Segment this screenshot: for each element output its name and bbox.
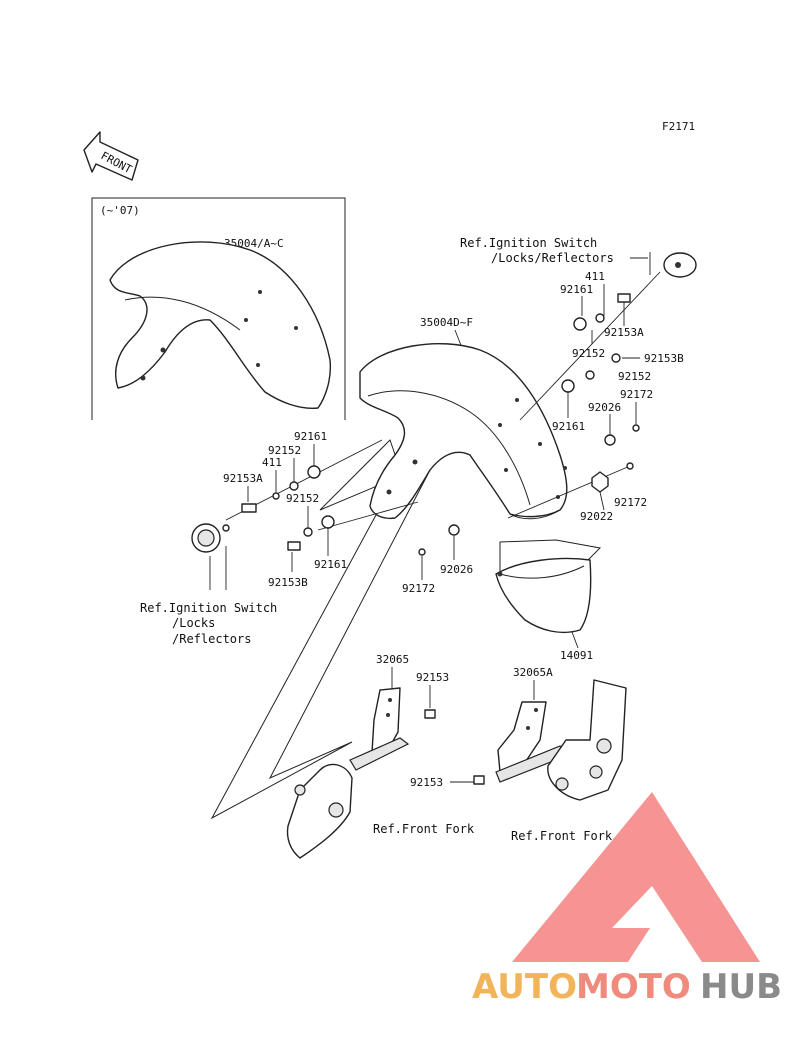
left-collar-92161-top-label: 92161 [294, 430, 327, 443]
left-bolt-92153-icon [424, 709, 436, 719]
watermark-text-hub: HUB [700, 967, 782, 1007]
left-ignition-ref-line3: /Reflectors [172, 632, 251, 646]
right-nut-92026-low-label: 92026 [440, 563, 473, 576]
left-ignition-ref-line1: Ref.Ignition Switch [140, 601, 277, 615]
right-bolt-92153-label: 92153 [410, 776, 443, 789]
right-screw-low-icon [418, 548, 426, 556]
left-reflector-assembly: Ref.Ignition Switch /Locks /Reflectors [140, 523, 277, 646]
right-screw-92172-mid-label: 92172 [614, 496, 647, 509]
right-nut-92026-top-label: 92026 [588, 401, 621, 414]
right-washer-411-label: 411 [585, 270, 605, 283]
right-nut-92026-icon [604, 434, 616, 446]
right-fork-ref: Ref.Front Fork [511, 829, 613, 843]
left-bolt-92153A-label: 92153A [223, 472, 263, 485]
left-washer-icon [289, 481, 299, 491]
right-ignition-ref-line1: Ref.Ignition Switch [460, 236, 597, 250]
right-washer-icon [595, 313, 605, 323]
front-direction-arrow: FRONT [83, 131, 139, 181]
early-front-fender [109, 241, 332, 409]
right-screw-92172-low-label: 92172 [402, 582, 435, 595]
inset-year-note: (~'07) [100, 204, 140, 217]
right-washer-92152-top-label: 92152 [572, 347, 605, 360]
right-bracket-and-fork: 32065A 92153 Ref.Front Fork [410, 666, 627, 843]
left-bolt-92153B-icon [287, 541, 301, 551]
right-nut-92022-icon [591, 471, 609, 493]
figure-code: F2171 [662, 120, 695, 133]
right-collar-icon [573, 317, 587, 331]
left-washer-411-label: 411 [262, 456, 282, 469]
left-washer-92152-low-label: 92152 [286, 492, 319, 505]
right-nut-92022-label: 92022 [580, 510, 613, 523]
watermark-logo-icon [512, 792, 760, 962]
left-bracket-and-fork: 32065 92153 Ref.Front Fork [286, 653, 475, 859]
right-nut-92026-low-icon [448, 524, 460, 536]
left-hardware: 92161 92152 411 92153A 92152 92161 92153… [223, 430, 419, 589]
right-bolt-92153B-icon [611, 353, 621, 363]
left-washer-411-icon [272, 492, 280, 500]
left-bracket-label: 32065 [376, 653, 409, 666]
left-bolt-92153A-icon [241, 503, 257, 513]
watermark-text-auto: AUTO [472, 967, 577, 1007]
right-bolt-92153B-label: 92153B [644, 352, 684, 365]
left-ignition-ref-line2: /Locks [172, 616, 215, 630]
left-collar-low-icon [321, 515, 335, 529]
right-collar-92161-top-label: 92161 [560, 283, 593, 296]
right-screw-top-icon [632, 424, 640, 432]
automotohub-watermark: AUTO MOTO HUB [472, 792, 782, 1007]
rear-cover-label: 14091 [560, 649, 593, 662]
watermark-text-moto: MOTO [576, 967, 691, 1007]
right-collar-mid-icon [561, 379, 575, 393]
left-washer-low-icon [303, 527, 313, 537]
fender-rear-cover: 14091 [495, 539, 602, 662]
right-bolt-92153A-label: 92153A [604, 326, 644, 339]
left-collar-92161-low-label: 92161 [314, 558, 347, 571]
right-reflector-assembly: Ref.Ignition Switch /Locks/Reflectors [460, 236, 697, 278]
left-collar-icon [307, 465, 321, 479]
right-hardware: 411 92161 92153A 92152 92153B 92152 9216… [402, 270, 684, 595]
left-washer-92152-top-label: 92152 [268, 444, 301, 457]
right-screw-mid-icon [626, 462, 634, 470]
right-ignition-ref-line2: /Locks/Reflectors [491, 251, 614, 265]
left-fork-ref: Ref.Front Fork [373, 822, 475, 836]
right-screw-92172-top-label: 92172 [620, 388, 653, 401]
main-front-fender: 35004D~F [359, 316, 568, 520]
right-washer-mid-icon [585, 370, 595, 380]
left-bolt-92153-label: 92153 [416, 671, 449, 684]
right-bracket-label: 32065A [513, 666, 553, 679]
right-collar-92161-mid-label: 92161 [552, 420, 585, 433]
right-bolt-92153A-icon [617, 293, 631, 303]
inset-box-early-model: (~'07) 35004/A~C [91, 197, 346, 420]
left-bolt-92153B-label: 92153B [268, 576, 308, 589]
right-washer-92152-mid-label: 92152 [618, 370, 651, 383]
right-bolt-92153-icon [473, 775, 485, 785]
fender-part-label: 35004D~F [420, 316, 473, 329]
